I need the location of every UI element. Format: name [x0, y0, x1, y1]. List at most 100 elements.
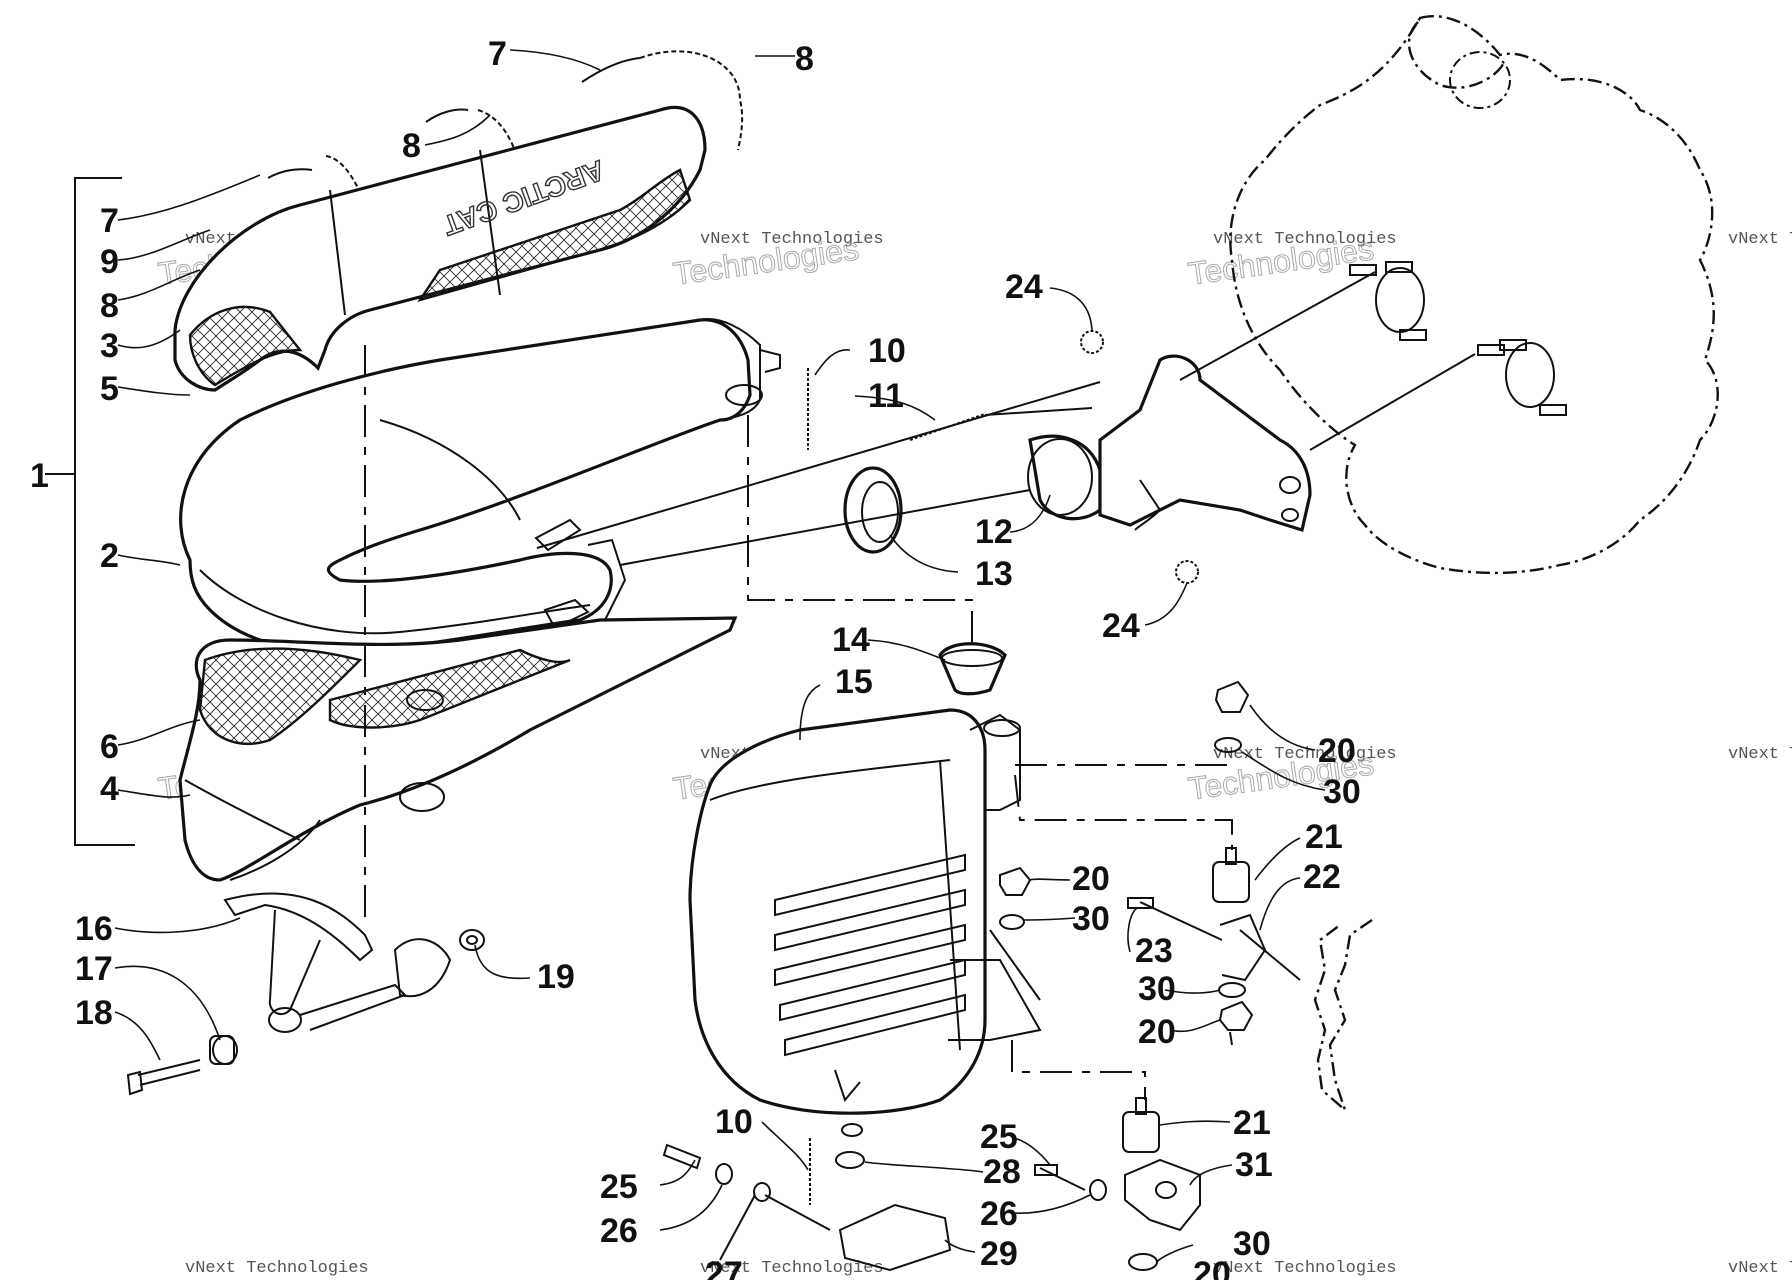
- connection-line: [536, 381, 1101, 549]
- engine-bracket-outline: [1313, 919, 1373, 1114]
- label-part-25: 25: [600, 1168, 638, 1206]
- label-part-24: 24: [1005, 268, 1043, 306]
- label-part-30: 30: [1072, 900, 1110, 938]
- connection-line: [619, 489, 1031, 566]
- manifold-inlet: [1027, 438, 1093, 516]
- label-part-12: 12: [975, 513, 1013, 551]
- label-part-20: 20: [1318, 732, 1356, 770]
- label-part-17: 17: [75, 950, 113, 988]
- stud: [1539, 404, 1567, 416]
- exhaust-port: [1375, 267, 1425, 333]
- engine-outline: [1229, 15, 1719, 575]
- label-part-30: 30: [1138, 970, 1176, 1008]
- label-part-22: 22: [1303, 858, 1341, 896]
- hardware-lower-left: [662, 1069, 952, 1272]
- leader-lines: [114, 49, 1326, 1263]
- alignment-line: [1014, 774, 1233, 850]
- label-part-9: 9: [100, 243, 119, 281]
- stud: [1399, 329, 1427, 341]
- connection-line: [984, 407, 1093, 416]
- label-part-8: 8: [795, 40, 814, 78]
- exhaust-stud-group: [1349, 261, 1567, 416]
- label-part-2: 2: [100, 537, 119, 575]
- label-part-1: 1: [30, 457, 49, 495]
- spring-7: [425, 108, 469, 123]
- label-part-8: 8: [402, 127, 421, 165]
- alignment-line: [747, 415, 973, 650]
- label-part-24: 24: [1102, 607, 1140, 645]
- label-part-30: 30: [1323, 773, 1361, 811]
- silencer-louvers: [774, 853, 966, 1057]
- label-part-20: 20: [1072, 860, 1110, 898]
- shield-hole: [406, 689, 444, 711]
- label-part-10: 10: [715, 1103, 753, 1141]
- label-part-10: 10: [868, 332, 906, 370]
- watermark-text: vNext Technologies: [1213, 745, 1397, 764]
- label-part-14: 14: [832, 621, 870, 659]
- exhaust-coupler: [843, 466, 903, 554]
- label-part-25: 25: [980, 1118, 1018, 1156]
- label-part-21: 21: [1305, 818, 1343, 856]
- chain-8: [639, 50, 744, 151]
- assembly-bracket: [74, 177, 135, 846]
- stud: [1349, 264, 1377, 276]
- label-part-26: 26: [600, 1212, 638, 1250]
- label-part-5: 5: [100, 370, 119, 408]
- engine-outline: [1407, 21, 1507, 89]
- watermark-text: vNext Technologies: [1728, 745, 1792, 764]
- engine-port: [1449, 51, 1511, 109]
- gasket-24: [1080, 330, 1104, 354]
- connection-line: [1309, 353, 1476, 451]
- label-part-28: 28: [983, 1153, 1021, 1191]
- label-part-4: 4: [100, 770, 119, 808]
- label-part-13: 13: [975, 555, 1013, 593]
- label-part-20: 20: [1138, 1013, 1176, 1051]
- exhaust-port: [1505, 342, 1555, 408]
- stud: [1499, 339, 1527, 351]
- label-part-19: 19: [537, 958, 575, 996]
- watermark-text: vNext Technologies: [700, 230, 884, 249]
- label-part-21: 21: [1233, 1104, 1271, 1142]
- upper-heat-shield: ARCTIC CAT: [173, 105, 707, 392]
- mount-bracket-assembly: [126, 892, 485, 1096]
- label-part-20: 20: [1193, 1255, 1231, 1280]
- label-part-3: 3: [100, 327, 119, 365]
- part-labels: 1 2 3 4 5 6 7 7 8 8 8 9 10 10 11 12 13 1…: [30, 35, 1361, 1280]
- stud: [1385, 261, 1413, 273]
- label-part-29: 29: [980, 1235, 1018, 1273]
- spring-7: [581, 57, 641, 83]
- label-part-7: 7: [488, 35, 507, 73]
- gasket-24: [1175, 560, 1199, 584]
- grommet-14: [938, 642, 1007, 696]
- label-part-18: 18: [75, 994, 113, 1032]
- watermark-text: vNext Technologies: [1728, 230, 1792, 249]
- watermark-text: vNext Technologies: [1213, 230, 1397, 249]
- label-part-8: 8: [100, 287, 119, 325]
- label-part-11: 11: [868, 377, 904, 415]
- watermark-text: vNext Technologies: [1728, 1259, 1792, 1278]
- alignment-line: [1011, 1040, 1146, 1100]
- watermark-text: vNext Technologies: [185, 1259, 369, 1278]
- label-part-27: 27: [705, 1255, 743, 1280]
- spring-7: [267, 168, 313, 179]
- pipe-outlet: [725, 384, 763, 406]
- expansion-chamber: [179, 318, 781, 655]
- label-part-23: 23: [1135, 932, 1173, 970]
- connection-line: [1179, 271, 1376, 381]
- silencer: [688, 708, 1042, 1115]
- label-part-15: 15: [835, 663, 873, 701]
- chain-8: [477, 109, 531, 251]
- lower-heat-shield: [178, 616, 738, 882]
- label-part-7: 7: [100, 202, 119, 240]
- shield-vent: [399, 782, 445, 812]
- label-part-6: 6: [100, 728, 119, 766]
- label-part-30: 30: [1233, 1225, 1271, 1263]
- label-part-26: 26: [980, 1195, 1018, 1233]
- rubber-mount-upper: [1127, 847, 1301, 982]
- watermark-text: vNext Technologies: [1213, 1259, 1397, 1278]
- spring-11: [909, 413, 986, 441]
- label-part-16: 16: [75, 910, 113, 948]
- watermark-text: vNext Technologies: [700, 1259, 884, 1278]
- label-part-31: 31: [1235, 1146, 1273, 1184]
